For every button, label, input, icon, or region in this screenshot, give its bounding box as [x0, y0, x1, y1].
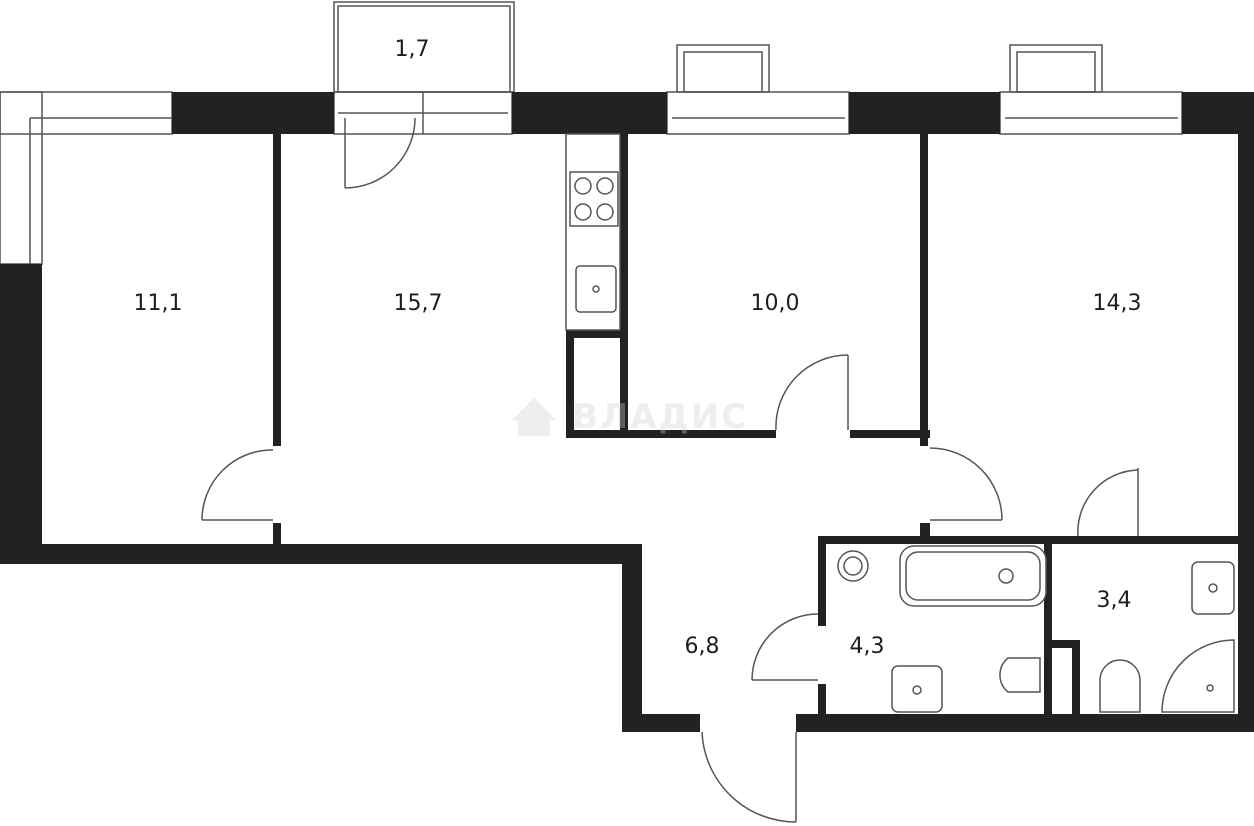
hall-area: 6,8 — [685, 634, 720, 659]
walls — [0, 92, 1254, 732]
house-icon — [512, 398, 556, 436]
watermark-text: ВЛАДИС — [572, 397, 748, 437]
watermark: ВЛАДИС — [512, 397, 748, 437]
bathroom-fixtures — [837, 545, 1235, 713]
room-2-area: 15,7 — [394, 291, 443, 316]
bathroom-area: 4,3 — [850, 634, 885, 659]
room-4-area: 14,3 — [1093, 291, 1142, 316]
shower-room-area: 3,4 — [1097, 588, 1132, 613]
room-1-area: 11,1 — [134, 291, 183, 316]
room-labels: 11,1 15,7 10,0 14,3 1,7 6,8 4,3 3,4 — [134, 37, 1142, 659]
balcony-area: 1,7 — [395, 37, 430, 62]
kitchen — [565, 133, 621, 331]
doors — [201, 117, 1139, 823]
room-3-area: 10,0 — [751, 291, 800, 316]
